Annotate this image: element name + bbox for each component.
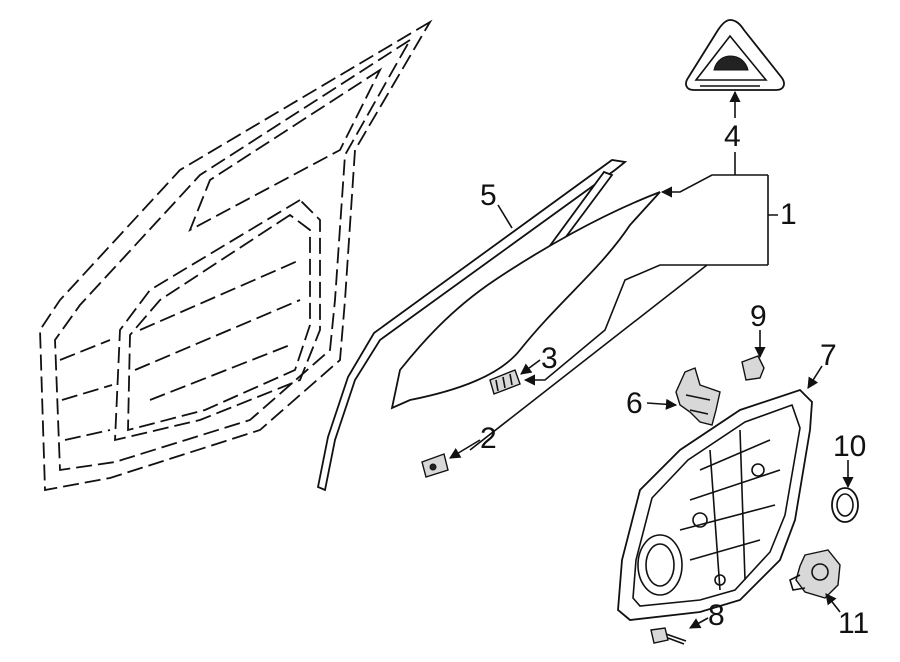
part-3-clip	[489, 369, 521, 395]
callout-9: 9	[750, 300, 767, 333]
callout-3: 3	[541, 342, 558, 375]
part-11-motor	[789, 549, 841, 599]
part-6-bracket	[675, 367, 721, 426]
callout-7: 7	[820, 339, 837, 372]
callout-5: 5	[480, 179, 497, 212]
callout-10: 10	[833, 430, 866, 463]
part-1-glass	[390, 191, 661, 410]
part-4-label	[685, 19, 785, 91]
callout-1: 1	[780, 198, 797, 231]
part-2-clip	[421, 453, 449, 478]
callout-11: 11	[838, 607, 869, 640]
callout-4: 4	[724, 120, 741, 153]
part-10-grommet	[831, 487, 859, 523]
callout-2: 2	[480, 422, 497, 455]
leader-lines	[449, 90, 854, 629]
part-9-clip	[741, 355, 765, 381]
door-shell	[39, 19, 433, 492]
callout-6: 6	[626, 387, 643, 420]
callout-8: 8	[708, 599, 725, 632]
part-8-bolt	[650, 627, 687, 645]
part-7-regulator	[617, 388, 813, 621]
